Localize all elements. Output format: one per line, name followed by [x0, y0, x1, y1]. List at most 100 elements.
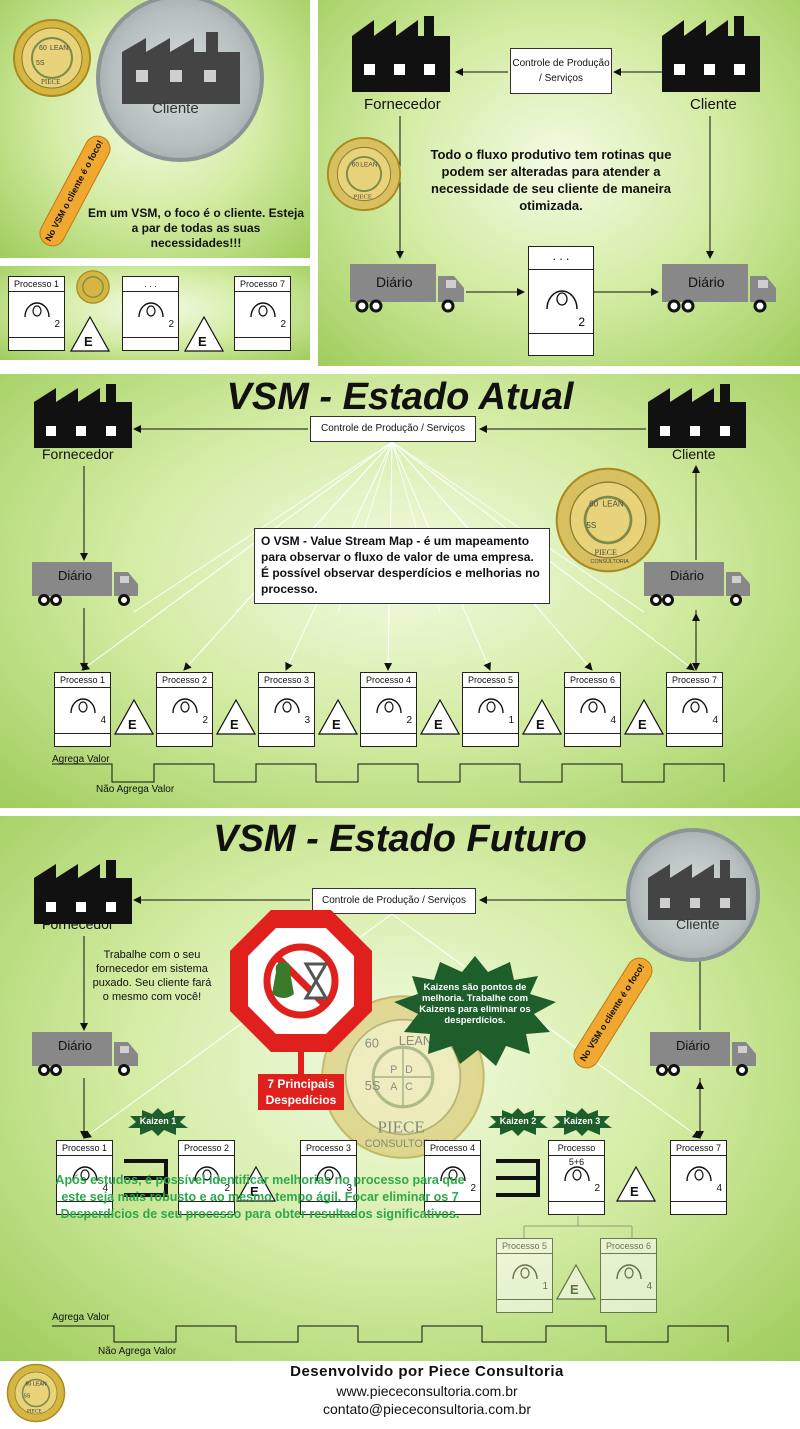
operator-icon: [138, 302, 164, 318]
operator-count: 4: [610, 715, 616, 726]
inventory-triangle: E: [556, 1264, 596, 1300]
sign-post: [298, 1052, 304, 1074]
operator-icon: [24, 302, 50, 318]
operator-icon: [580, 698, 606, 714]
delivery-truck: Diário: [660, 262, 778, 314]
process-box: Processo 1 2: [8, 276, 65, 351]
inventory-triangle: E: [184, 316, 224, 352]
svg-text:E: E: [230, 717, 239, 732]
inventory-triangle: E: [318, 699, 358, 735]
svg-text:E: E: [198, 334, 207, 349]
operator-icon: [478, 698, 504, 714]
kaizen-burst: Kaizen 1: [126, 1108, 190, 1136]
svg-text:PIECE: PIECE: [27, 1409, 42, 1415]
svg-text:LEAN: LEAN: [50, 45, 68, 52]
svg-text:D: D: [405, 1064, 413, 1076]
svg-text:5S: 5S: [365, 1078, 381, 1093]
footer-website-link[interactable]: www.piececonsultoria.com.br: [336, 1383, 518, 1399]
process-box: Processo 5 1: [462, 672, 519, 747]
process-box: Processo 3 3: [258, 672, 315, 747]
panel-process-strip: Processo 1 2 E . . . 2 E Processo 7 2: [0, 266, 310, 360]
operator-icon: [686, 1166, 712, 1182]
conclusion-text: Após estudos, é possível identificar mel…: [55, 1173, 465, 1221]
operator-count: 3: [304, 715, 310, 726]
operator-count: 2: [224, 1183, 230, 1194]
operator-count: 2: [470, 1183, 476, 1194]
process-title: Processo 3: [301, 1141, 356, 1156]
process-title: Processo 3: [259, 673, 314, 688]
svg-text:CONSULTORIA: CONSULTORIA: [590, 559, 629, 565]
svg-text:CONSULTORIA: CONSULTORIA: [365, 1138, 442, 1150]
svg-text:E: E: [638, 717, 647, 732]
svg-text:5S: 5S: [24, 1394, 31, 1400]
supplier-factory-icon: [352, 16, 450, 92]
panel-estado-atual: VSM - Estado Atual Fornecedor Cliente Co…: [0, 374, 800, 808]
panel-flow-overview: Fornecedor Cliente Controle de Produção …: [318, 0, 800, 366]
process-title: Processo 7: [671, 1141, 726, 1156]
operator-icon: [250, 302, 276, 318]
svg-text:A: A: [390, 1081, 398, 1093]
delivery-truck: Diário: [642, 560, 752, 606]
process-title: Processo 2: [179, 1141, 234, 1156]
faded-connector: [523, 1216, 633, 1238]
process-box: Processo 2 2: [178, 1140, 235, 1215]
footer-email-link[interactable]: contato@piececonsultoria.com.br: [323, 1401, 531, 1417]
process-title: Processo 7: [667, 673, 722, 688]
process-box: . . . 2: [528, 246, 594, 356]
process-title: Processo 2: [157, 673, 212, 688]
nao-agrega-valor-label: Não Agrega Valor: [96, 784, 175, 795]
customer-factory-icon: [648, 384, 746, 448]
operator-icon: [172, 698, 198, 714]
flow-bracket: [124, 1159, 168, 1197]
svg-text:P: P: [390, 1064, 397, 1076]
kaizen-explainer-burst: Kaizens são pontos de melhoria. Trabalhe…: [392, 956, 558, 1066]
process-title: Processo 5: [463, 673, 518, 688]
production-control-box: Controle de Produção / Serviços: [310, 416, 476, 442]
operator-count: 1: [508, 715, 514, 726]
inventory-triangle: E: [70, 316, 110, 352]
operator-icon: [70, 698, 96, 714]
wastes-label: 7 Principais Despedícios: [258, 1074, 344, 1110]
process-title: Processo 1: [55, 673, 110, 688]
svg-text:5S: 5S: [36, 60, 45, 67]
process-box: Processo 7 2: [234, 276, 291, 351]
production-control-box: Controle de Produção / Serviços: [312, 888, 476, 914]
svg-text:LEAN: LEAN: [360, 161, 378, 168]
operator-icon: [316, 1166, 342, 1182]
cliente-label: Cliente: [672, 446, 716, 462]
operator-count: 4: [102, 1183, 108, 1194]
flow-bracket: [496, 1159, 540, 1197]
supplier-factory-icon: [34, 384, 132, 448]
svg-text:E: E: [630, 1184, 639, 1199]
svg-text:PIECE: PIECE: [354, 194, 372, 201]
operator-icon: [512, 1264, 538, 1280]
cliente-label: Cliente: [676, 916, 720, 932]
operator-icon: [564, 1166, 590, 1182]
delivery-truck: Diário: [30, 560, 140, 606]
vsm-info-box: O VSM - Value Stream Map - é um mapeamen…: [254, 528, 550, 604]
agrega-valor-label: Agrega Valor: [52, 1312, 110, 1323]
operator-icon: [546, 290, 578, 310]
operator-icon: [194, 1166, 220, 1182]
svg-text:60: 60: [39, 45, 47, 52]
agrega-valor-label: Agrega Valor: [52, 754, 110, 765]
svg-text:E: E: [128, 717, 137, 732]
flow-description: Todo o fluxo produtivo tem rotinas que p…: [430, 147, 672, 213]
fornecedor-label: Fornecedor: [364, 96, 441, 113]
process-box: . . . 2: [122, 276, 179, 351]
inventory-triangle: E: [624, 699, 664, 735]
delivery-truck: Diário: [348, 262, 466, 314]
inventory-triangle: E: [114, 699, 154, 735]
